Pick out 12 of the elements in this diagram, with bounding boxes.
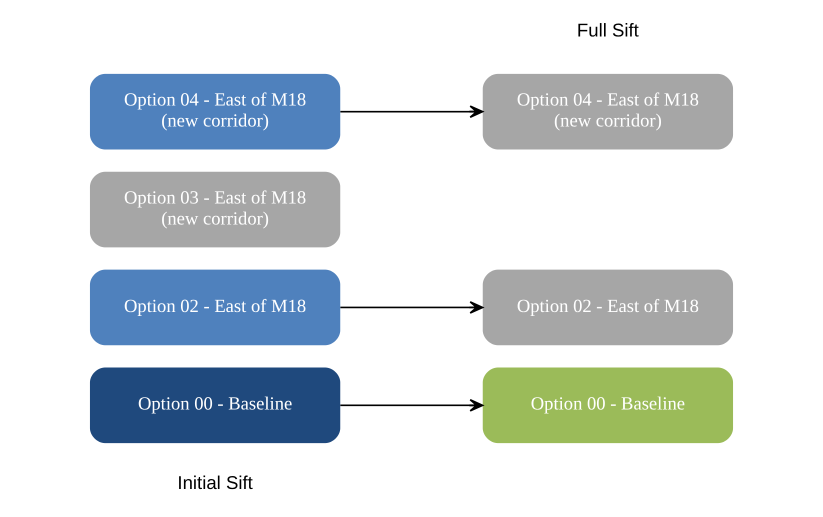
node-box: Option 00 - Baseline [482, 368, 734, 444]
arrow [340, 398, 484, 412]
node-box: Option 02 - East of M18 [482, 270, 734, 346]
node-box: Option 03 - East of M18 (new corridor) [90, 172, 340, 248]
label: Full Sift [576, 20, 639, 41]
node-box: Option 04 - East of M18 (new corridor) [90, 74, 340, 150]
node-box: Option 04 - East of M18 (new corridor) [482, 74, 734, 150]
arrow [340, 301, 484, 314]
node-box: Option 02 - East of M18 [90, 270, 340, 346]
label: Initial Sift [177, 472, 253, 493]
node-box: Option 00 - Baseline [90, 368, 340, 444]
arrow [340, 105, 484, 118]
